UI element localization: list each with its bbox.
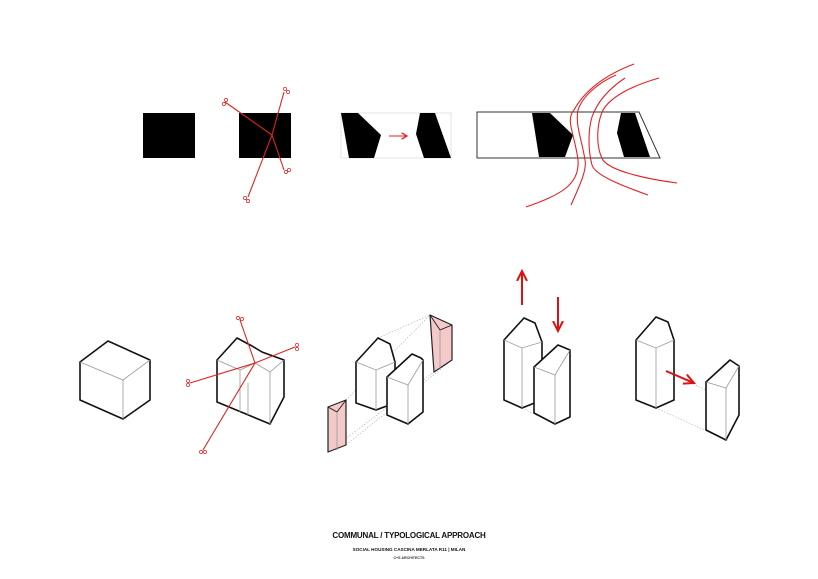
diagram-title: COMMUNAL / TYPOLOGICAL APPROACH <box>332 531 486 540</box>
plan-step-3-separate <box>340 112 452 159</box>
scissors-icon <box>186 316 299 454</box>
axo-step-2-cut-volume <box>186 316 299 454</box>
axo-step-1-cube <box>79 340 151 420</box>
axo-step-5-slide <box>635 316 740 441</box>
project-subtitle: SOCIAL HOUSING CASCINA MERLATA R11 | MIL… <box>352 547 466 552</box>
architect-credit: C+S ARCHITECTS <box>393 556 425 560</box>
plan-step-4-courtyard <box>476 63 678 208</box>
axo-step-4-shift-heights <box>503 271 571 425</box>
axo-step-3-extract <box>327 314 453 453</box>
scissors-icon <box>222 87 291 203</box>
arrow-right-icon <box>665 370 694 383</box>
plan-step-2-cut <box>222 87 291 203</box>
plan-step-1-solid-block <box>143 113 195 158</box>
